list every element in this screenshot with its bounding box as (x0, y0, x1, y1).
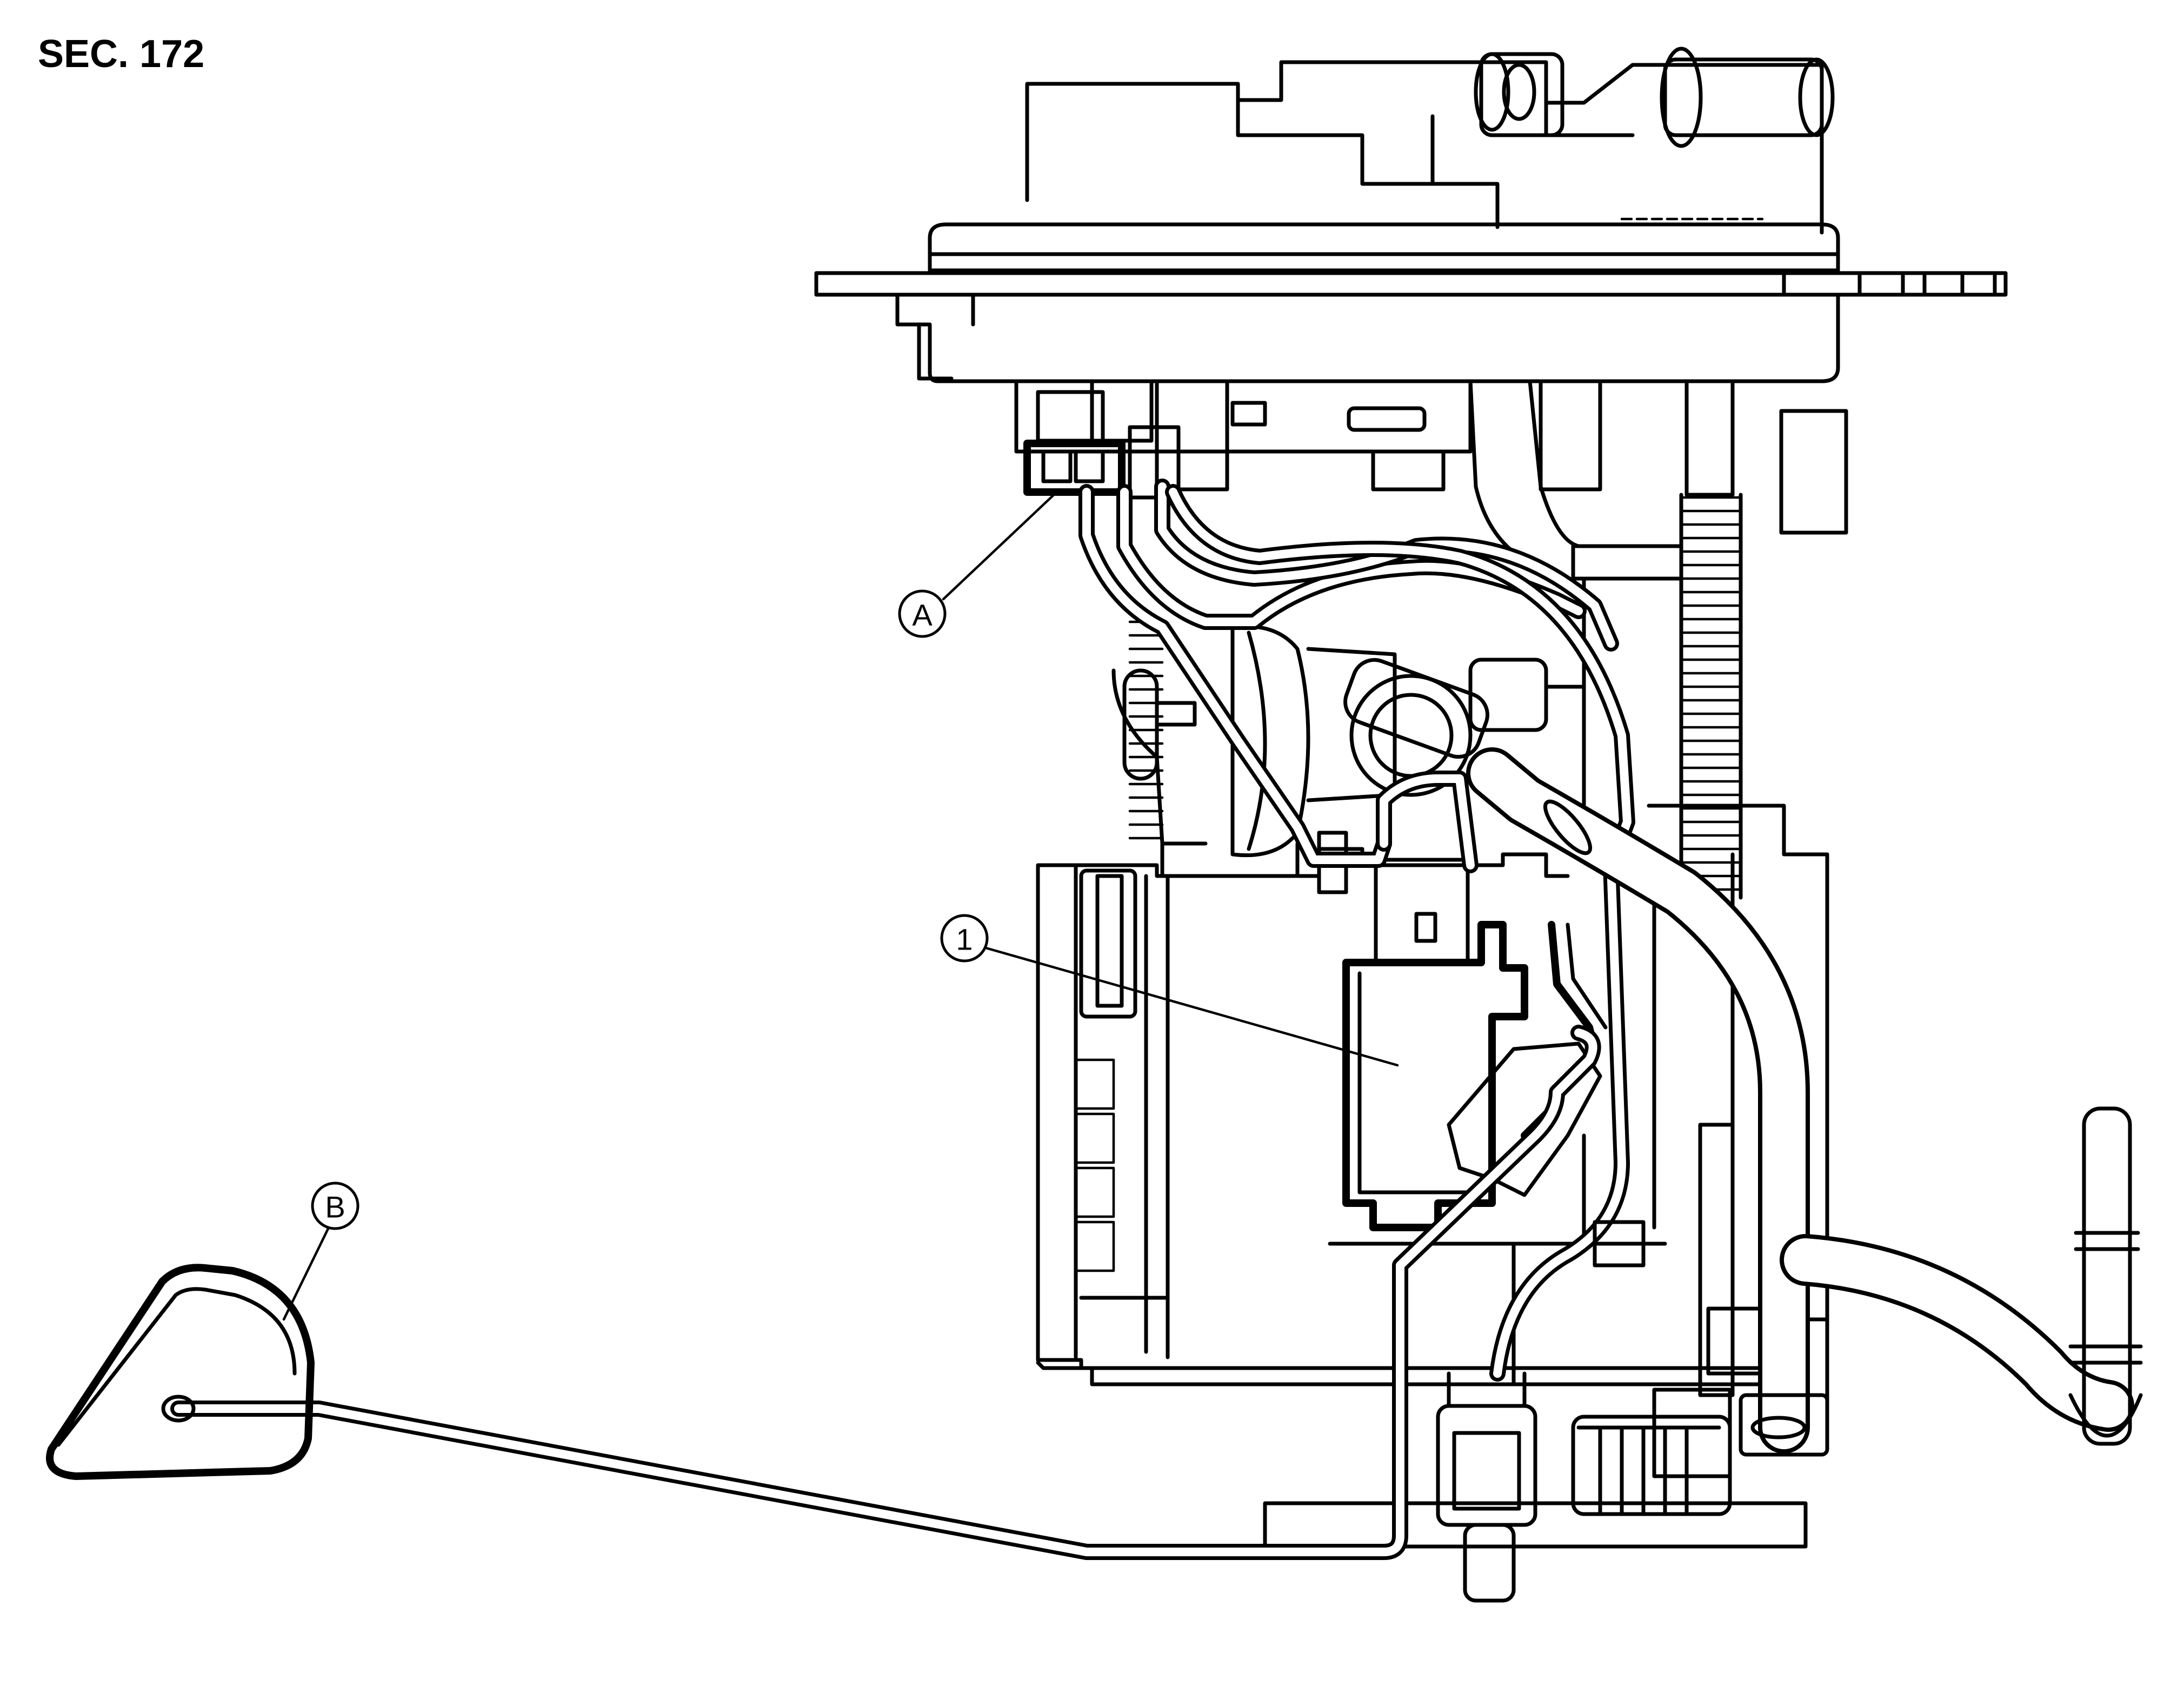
flange-plate (814, 271, 2008, 297)
callout-a-label: A (912, 598, 933, 632)
float (46, 1264, 315, 1480)
callout-1-label: 1 (956, 922, 973, 957)
callout-b: B (282, 1182, 359, 1321)
fuel-outlet-port (1663, 57, 1824, 137)
section-label: SEC. 172 (38, 32, 204, 76)
fuel-pump-flange (814, 47, 2008, 383)
connector-a (1023, 440, 1126, 496)
float-arm (170, 1025, 1601, 1560)
connector-block (1014, 379, 1473, 500)
hose-clip (1593, 1220, 1646, 1267)
wiring-harness (1078, 479, 1635, 1382)
fuel-hose (1466, 747, 1829, 1457)
callout-1: 1 (940, 914, 1399, 1067)
callout-b-label: B (325, 1190, 345, 1224)
jet-pump-fitting (1349, 674, 1473, 797)
sender-connector (1436, 1371, 1537, 1603)
return-tube (1780, 1106, 2143, 1446)
vent-pipe (2082, 1106, 2132, 1446)
callout-a: A (898, 488, 1061, 638)
vapor-port (1479, 52, 1564, 137)
